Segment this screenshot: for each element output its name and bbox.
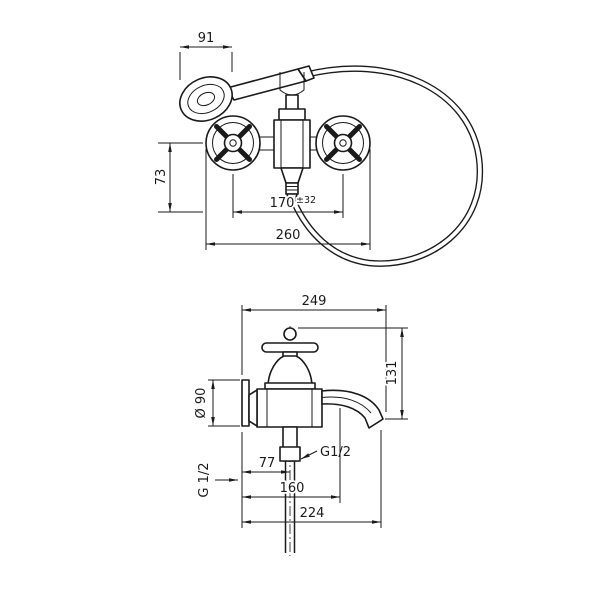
dim-label-170: 170: [270, 196, 295, 211]
outlet-pipe: [279, 426, 301, 553]
dim-height: 131: [298, 327, 408, 420]
spout: [321, 389, 384, 429]
dim-escutcheon-diameter: Ø 90: [192, 379, 240, 427]
hose-outlet: [285, 182, 299, 195]
dim-label-diameter-90: Ø 90: [194, 388, 209, 419]
dim-label-73: 73: [154, 169, 169, 186]
side-view: 249 131 Ø 90 G1/2 G 1/2 77: [192, 292, 408, 556]
hand-shower: [179, 65, 315, 122]
dim-center-to-outlet: 73: [152, 142, 203, 213]
dim-overall-width: 260: [205, 149, 371, 250]
dim-holder-width: 91: [179, 29, 233, 80]
dim-overall-depth: 249: [241, 292, 387, 412]
cross-handle-side: [261, 327, 319, 390]
mixer-body-side: [256, 388, 323, 428]
dim-label-224: 224: [300, 506, 325, 521]
handle-left: [205, 115, 261, 171]
dim-label-170-tolerance: ±32: [296, 195, 316, 206]
shower-hose: [290, 65, 484, 267]
dim-label-77: 77: [259, 456, 276, 471]
dim-connection-distance: 170 ±32: [232, 174, 344, 218]
label-g12-bottom: G 1/2: [195, 461, 238, 499]
label-g12-connection-text: G1/2: [320, 445, 351, 460]
dim-label-131: 131: [385, 361, 400, 386]
hand-shower-endcap: [297, 65, 315, 82]
hand-shower-head: [179, 76, 233, 122]
dim-label-249: 249: [302, 294, 327, 309]
dim-label-260: 260: [276, 228, 301, 243]
dim-wall-to-axis: 77: [242, 454, 290, 474]
label-g12-connection: G1/2: [300, 443, 353, 462]
handle-right: [315, 115, 371, 171]
wall-escutcheon: [241, 379, 258, 427]
mixer-body: [254, 108, 324, 202]
dim-overall-projection: 224: [242, 430, 382, 528]
label-g12-bottom-text: G 1/2: [197, 462, 212, 497]
front-view: 91 73 170 ±32 260: [152, 29, 484, 267]
dim-wall-to-outlet: 160: [242, 408, 341, 503]
dim-label-160: 160: [280, 481, 305, 496]
dim-label-91: 91: [198, 31, 215, 46]
diverter: [280, 167, 304, 184]
